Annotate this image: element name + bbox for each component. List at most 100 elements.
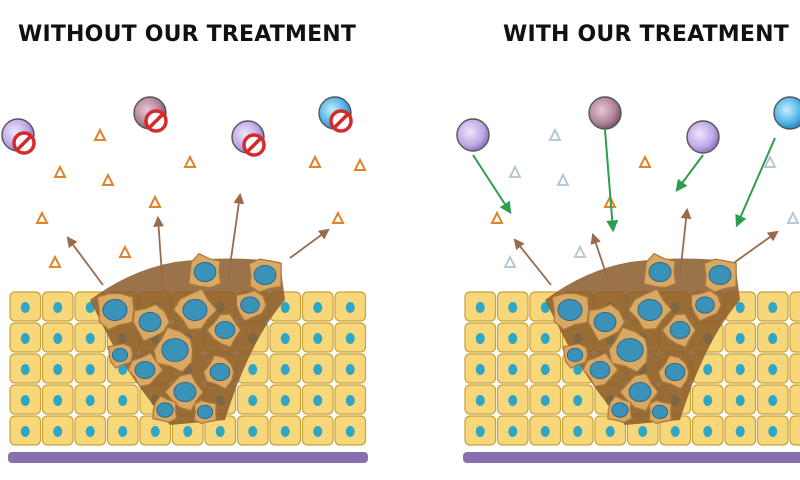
- cell-nucleus: [53, 395, 63, 406]
- epithelial-cell: [789, 415, 800, 446]
- cell-nucleus: [508, 395, 518, 406]
- tumor-nucleus: [111, 347, 129, 363]
- cell-nucleus: [735, 395, 745, 406]
- cell-nucleus: [768, 333, 778, 344]
- cell-nucleus: [540, 395, 550, 406]
- cell-nucleus: [248, 426, 258, 437]
- blocked-icon-slash: [148, 113, 164, 129]
- tumor-nucleus: [669, 320, 691, 340]
- cell-nucleus: [20, 364, 30, 375]
- tumor-nucleus: [616, 338, 644, 362]
- signal-molecule: [148, 194, 162, 208]
- signal-molecule: [573, 244, 587, 258]
- signal-molecule: [331, 210, 345, 224]
- signal-molecule: [763, 154, 777, 168]
- tumor-nucleus: [240, 296, 260, 314]
- signal-molecule: [48, 254, 62, 268]
- cell-nucleus: [183, 426, 193, 437]
- cell-nucleus: [573, 395, 583, 406]
- cell-nucleus: [703, 364, 713, 375]
- tumor-nucleus: [253, 264, 277, 285]
- blocked-icon-slash: [333, 113, 349, 129]
- cell-nucleus: [508, 302, 518, 313]
- immune-cell: [686, 120, 720, 154]
- cell-nucleus: [768, 364, 778, 375]
- tumor-nucleus: [156, 402, 174, 418]
- tumor-nucleus: [593, 311, 617, 332]
- cell-nucleus: [768, 395, 778, 406]
- cell-nucleus: [118, 364, 128, 375]
- signal-molecule: [508, 164, 522, 178]
- basement-membrane: [463, 452, 800, 463]
- cell-nucleus: [20, 395, 30, 406]
- signal-molecule: [101, 172, 115, 186]
- epithelial-cell: [789, 353, 800, 384]
- signal-arrow: [66, 236, 104, 286]
- epithelial-cell: [789, 384, 800, 415]
- signal-arrow: [227, 192, 245, 281]
- cell-nucleus: [280, 426, 290, 437]
- immune-attack-arrow: [604, 129, 619, 233]
- tissue-group: [456, 96, 800, 463]
- cell-nucleus: [313, 302, 323, 313]
- cell-nucleus: [313, 333, 323, 344]
- signal-molecule: [118, 244, 132, 258]
- cell-nucleus: [540, 364, 550, 375]
- tumor-nucleus: [651, 404, 669, 420]
- panel-with-treatment: [456, 96, 800, 463]
- cell-nucleus: [573, 364, 583, 375]
- epithelial-cell: [789, 291, 800, 322]
- tumor-nucleus: [637, 299, 663, 321]
- cell-nucleus: [345, 302, 355, 313]
- signal-molecule: [786, 210, 800, 224]
- cell-nucleus: [280, 395, 290, 406]
- cell-nucleus: [248, 395, 258, 406]
- signal-molecule: [638, 154, 652, 168]
- cell-nucleus: [20, 426, 30, 437]
- cell-nucleus: [53, 364, 63, 375]
- cell-nucleus: [150, 426, 160, 437]
- tumor-nucleus: [173, 381, 197, 402]
- cell-nucleus: [475, 426, 485, 437]
- signal-molecule: [353, 157, 367, 171]
- cell-nucleus: [508, 364, 518, 375]
- tumor-nucleus: [589, 360, 611, 380]
- signal-molecule: [35, 210, 49, 224]
- tumor-nucleus: [628, 381, 652, 402]
- cell-nucleus: [768, 426, 778, 437]
- signal-molecule: [503, 254, 517, 268]
- cell-nucleus: [703, 426, 713, 437]
- signal-molecule: [183, 154, 197, 168]
- signal-molecule: [53, 164, 67, 178]
- tumor-nucleus: [196, 404, 214, 420]
- cell-nucleus: [540, 426, 550, 437]
- cell-nucleus: [735, 364, 745, 375]
- panel-title-with-treatment: WITH OUR TREATMENT: [503, 22, 789, 47]
- immune-attack-arrow: [675, 154, 704, 192]
- tumor-nucleus: [664, 362, 686, 382]
- cell-nucleus: [53, 426, 63, 437]
- tumor-nucleus: [134, 360, 156, 380]
- panel-title-without-treatment: WITHOUT OUR TREATMENT: [18, 22, 357, 47]
- tumor-nucleus: [209, 362, 231, 382]
- cell-nucleus: [53, 333, 63, 344]
- cell-nucleus: [345, 364, 355, 375]
- cell-nucleus: [280, 333, 290, 344]
- cell-nucleus: [215, 426, 225, 437]
- tumor-nucleus: [557, 299, 583, 321]
- signal-molecule: [490, 210, 504, 224]
- signal-arrow: [679, 207, 692, 276]
- cell-nucleus: [735, 426, 745, 437]
- tumor-nucleus: [648, 261, 672, 282]
- cell-nucleus: [313, 395, 323, 406]
- cell-nucleus: [85, 364, 95, 375]
- signal-arrow: [153, 215, 164, 291]
- cell-nucleus: [85, 395, 95, 406]
- cell-nucleus: [475, 395, 485, 406]
- cell-nucleus: [475, 302, 485, 313]
- cell-nucleus: [508, 426, 518, 437]
- cell-nucleus: [475, 364, 485, 375]
- cell-nucleus: [20, 333, 30, 344]
- cell-nucleus: [703, 395, 713, 406]
